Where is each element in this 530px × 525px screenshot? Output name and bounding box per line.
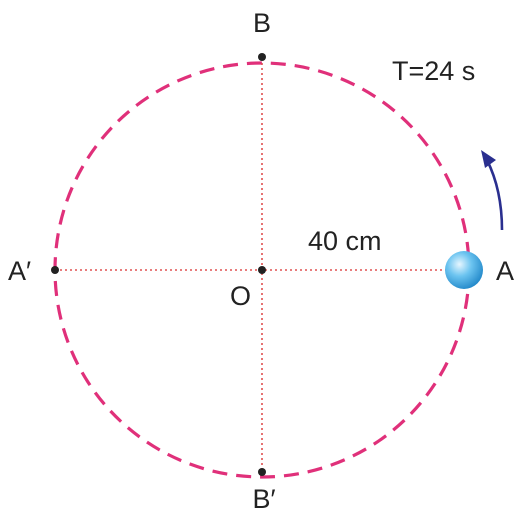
- point-O-dot: [258, 266, 266, 274]
- period-label: T=24 s: [392, 56, 475, 86]
- label-B: B: [253, 8, 271, 38]
- arrowhead-icon: [481, 150, 496, 168]
- ball: [445, 251, 483, 289]
- label-A: A: [496, 256, 514, 286]
- direction-arrow-icon: [485, 159, 504, 231]
- label-B-prime: B′: [252, 484, 275, 514]
- radius-label: 40 cm: [308, 226, 382, 256]
- point-B-prime-dot: [258, 468, 266, 476]
- point-B-dot: [258, 53, 266, 61]
- point-A-prime-dot: [51, 266, 59, 274]
- label-O: O: [230, 281, 251, 311]
- label-A-prime: A′: [8, 256, 31, 286]
